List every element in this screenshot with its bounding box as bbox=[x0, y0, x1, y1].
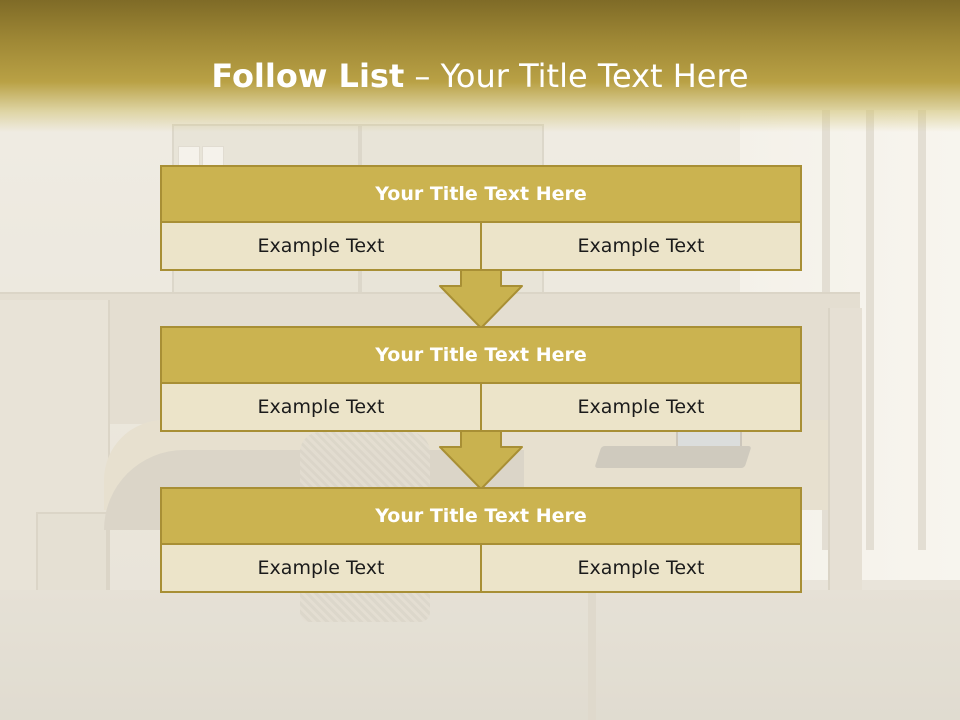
block-cell-right: Example Text bbox=[482, 384, 800, 430]
follow-list-block-3: Your Title Text Here Example Text Exampl… bbox=[160, 487, 802, 593]
down-arrow-icon bbox=[439, 431, 523, 490]
block-title: Your Title Text Here bbox=[162, 489, 800, 543]
down-arrow-icon bbox=[439, 270, 523, 329]
slide-title: Follow List – Your Title Text Here bbox=[0, 52, 960, 100]
slide-title-bold: Follow List bbox=[211, 57, 405, 95]
block-title: Your Title Text Here bbox=[162, 328, 800, 382]
block-cell-left: Example Text bbox=[162, 384, 480, 430]
block-title: Your Title Text Here bbox=[162, 167, 800, 221]
block-cell-right: Example Text bbox=[482, 545, 800, 591]
follow-list-block-1: Your Title Text Here Example Text Exampl… bbox=[160, 165, 802, 271]
block-cell-left: Example Text bbox=[162, 545, 480, 591]
slide-title-rest: – Your Title Text Here bbox=[404, 57, 749, 95]
block-cell-left: Example Text bbox=[162, 223, 480, 269]
header-band bbox=[0, 0, 960, 132]
follow-list-block-2: Your Title Text Here Example Text Exampl… bbox=[160, 326, 802, 432]
block-cell-right: Example Text bbox=[482, 223, 800, 269]
